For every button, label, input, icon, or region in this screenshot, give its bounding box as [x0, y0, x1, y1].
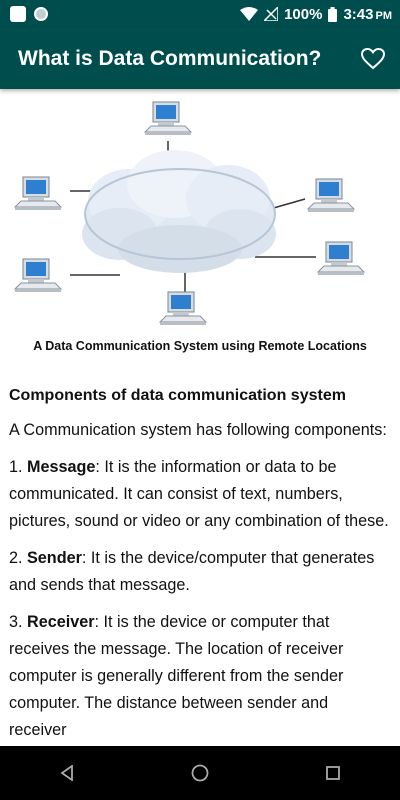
- notification-square-icon: [10, 6, 26, 22]
- wifi-icon: [240, 7, 259, 21]
- computer-icon: [14, 176, 62, 211]
- intro-paragraph: A Communication system has following com…: [9, 421, 387, 439]
- network-diagram-graphic: [14, 101, 365, 326]
- component-sender: 2. Sender: It is the device/computer tha…: [9, 549, 375, 594]
- term-message: Message: [27, 458, 96, 476]
- term-receiver: Receiver: [27, 613, 95, 631]
- back-button[interactable]: [37, 746, 97, 800]
- recents-button[interactable]: [303, 746, 363, 800]
- component-message: 1. Message: It is the information or dat…: [9, 458, 389, 530]
- term-sender: Sender: [27, 549, 82, 567]
- back-triangle-icon: [60, 765, 73, 781]
- computer-icon: [159, 291, 207, 326]
- battery-icon: [328, 6, 338, 22]
- home-circle-icon: [191, 764, 209, 782]
- computer-icon: [144, 101, 192, 136]
- component-receiver: 3. Receiver: It is the device or compute…: [9, 613, 344, 739]
- computer-icon: [307, 178, 355, 213]
- recents-square-icon: [326, 766, 341, 780]
- diagram-caption: A Data Communication System using Remote…: [33, 339, 367, 353]
- article-content: A Data Communication System using Remote…: [0, 89, 400, 746]
- computer-icon: [317, 241, 365, 276]
- favorite-button[interactable]: [350, 36, 396, 82]
- network-diagram: A Data Communication System using Remote…: [0, 89, 400, 367]
- section-heading: Components of data communication system: [9, 387, 346, 404]
- app-bar: What is Data Communication?: [0, 28, 400, 89]
- heart-outline-icon: [361, 47, 385, 69]
- page-title: What is Data Communication?: [18, 46, 322, 70]
- home-button[interactable]: [170, 746, 230, 800]
- computer-icon: [14, 258, 62, 293]
- cloud-icon: [82, 150, 276, 273]
- navigation-bar: [0, 746, 400, 800]
- signal-icon: [264, 7, 279, 21]
- notification-dot-icon: [34, 7, 48, 21]
- battery-percentage: 100%: [284, 5, 323, 23]
